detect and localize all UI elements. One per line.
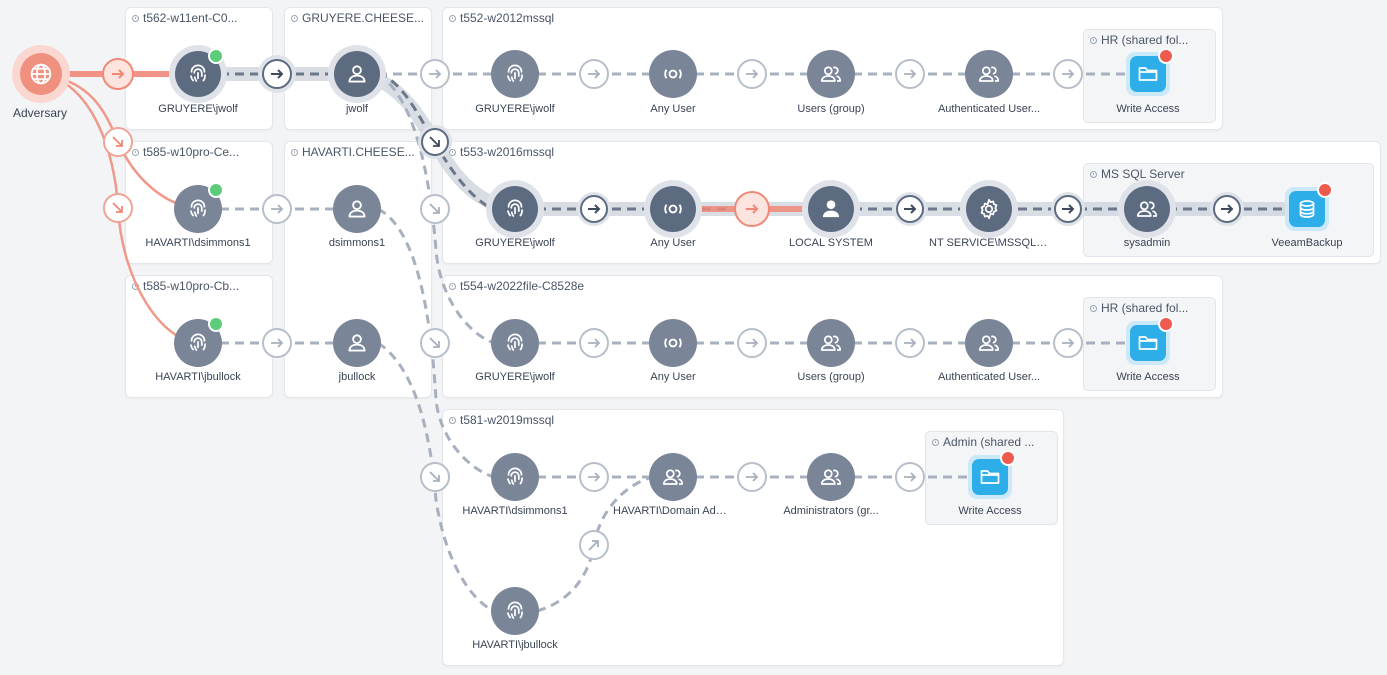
node-label: Authenticated User... — [937, 371, 1041, 383]
fingerprint-icon[interactable] — [491, 587, 539, 635]
share-panel-hr-1[interactable]: HR (shared fol... — [1083, 29, 1216, 123]
share-icon — [1090, 304, 1097, 312]
any-user-icon[interactable] — [649, 50, 697, 98]
node-label: Any User — [650, 103, 696, 115]
any-user-icon[interactable] — [644, 180, 702, 238]
node-label: HAVARTI\dsimmons1 — [145, 237, 251, 249]
host-icon — [132, 14, 139, 22]
globe-icon — [12, 45, 70, 103]
service-icon — [1090, 170, 1097, 178]
node-label: LOCAL SYSTEM — [789, 237, 873, 249]
host-panel-title: t552-w2012mssql — [449, 11, 554, 25]
share-icon — [932, 438, 939, 446]
node-label: Administrators (gr... — [783, 505, 879, 517]
host-panel-title: t581-w2019mssql — [449, 413, 554, 427]
node-label: Any User — [650, 371, 696, 383]
node-label: NT SERVICE\MSSQLSE... — [929, 237, 1049, 249]
node-label: dsimmons1 — [328, 237, 386, 249]
node-label: Write Access — [1116, 103, 1180, 115]
group-icon[interactable] — [965, 319, 1013, 367]
user-icon[interactable] — [328, 45, 386, 103]
any-user-icon[interactable] — [649, 319, 697, 367]
node-label: jwolf — [345, 103, 368, 115]
host-icon — [449, 282, 456, 290]
group-icon[interactable] — [807, 453, 855, 501]
node-label: Users (group) — [797, 103, 865, 115]
fingerprint-icon[interactable] — [174, 182, 224, 233]
service-panel-title: MS SQL Server — [1090, 167, 1185, 181]
domain-icon — [291, 14, 298, 22]
share-panel-title: Admin (shared ... — [932, 435, 1034, 449]
user-solid-icon[interactable] — [802, 180, 860, 238]
node-label: HAVARTI\dsimmons1 — [462, 505, 568, 517]
share-icon — [1090, 36, 1097, 44]
folder-icon[interactable] — [1126, 316, 1174, 365]
fingerprint-icon[interactable] — [169, 45, 227, 103]
host-panel-title: t562-w11ent-C0... — [132, 11, 238, 25]
node-label: sysadmin — [1123, 237, 1171, 249]
node-label: Authenticated User... — [937, 103, 1041, 115]
node-label: GRUYERE\jwolf — [475, 237, 555, 249]
node-label: jbullock — [338, 371, 376, 383]
folder-icon[interactable] — [1126, 48, 1174, 96]
host-icon — [449, 14, 456, 22]
group-icon[interactable] — [1118, 180, 1176, 238]
share-panel-title: HR (shared fol... — [1090, 33, 1188, 47]
host-panel-title: t554-w2022file-C8528e — [449, 279, 584, 293]
node-label: Users (group) — [797, 371, 865, 383]
node-label: HAVARTI\jbullock — [472, 639, 558, 651]
node-label: GRUYERE\jwolf — [475, 103, 555, 115]
node-label: HAVARTI\Domain Adm... — [613, 505, 733, 517]
group-icon[interactable] — [965, 50, 1013, 98]
node-label: GRUYERE\jwolf — [158, 103, 238, 115]
node-label: VeeamBackup — [1271, 237, 1343, 249]
node-label: Write Access — [1116, 371, 1180, 383]
group-icon[interactable] — [807, 319, 855, 367]
node-label: HAVARTI\jbullock — [155, 371, 241, 383]
node-label: Any User — [650, 237, 696, 249]
host-icon — [449, 416, 456, 424]
node-label: GRUYERE\jwolf — [475, 371, 555, 383]
group-icon[interactable] — [649, 453, 697, 501]
fingerprint-icon[interactable] — [491, 50, 539, 98]
fingerprint-icon[interactable] — [486, 180, 544, 238]
fingerprint-icon[interactable] — [491, 453, 539, 501]
folder-icon[interactable] — [968, 450, 1016, 499]
node-label: Write Access — [958, 505, 1022, 517]
domain-panel-title: GRUYERE.CHEESE... — [291, 11, 424, 25]
domain-icon — [291, 148, 298, 156]
fingerprint-icon[interactable] — [174, 316, 224, 367]
adversary-node[interactable] — [11, 45, 71, 105]
domain-panel-title: HAVARTI.CHEESE... — [291, 145, 415, 159]
fingerprint-icon[interactable] — [491, 319, 539, 367]
adversary-label: Adversary — [12, 106, 68, 120]
group-icon[interactable] — [807, 50, 855, 98]
user-icon[interactable] — [333, 319, 381, 367]
database-icon[interactable] — [1285, 182, 1333, 231]
share-panel-title: HR (shared fol... — [1090, 301, 1188, 315]
gear-icon[interactable] — [960, 180, 1018, 238]
user-icon[interactable] — [333, 185, 381, 233]
